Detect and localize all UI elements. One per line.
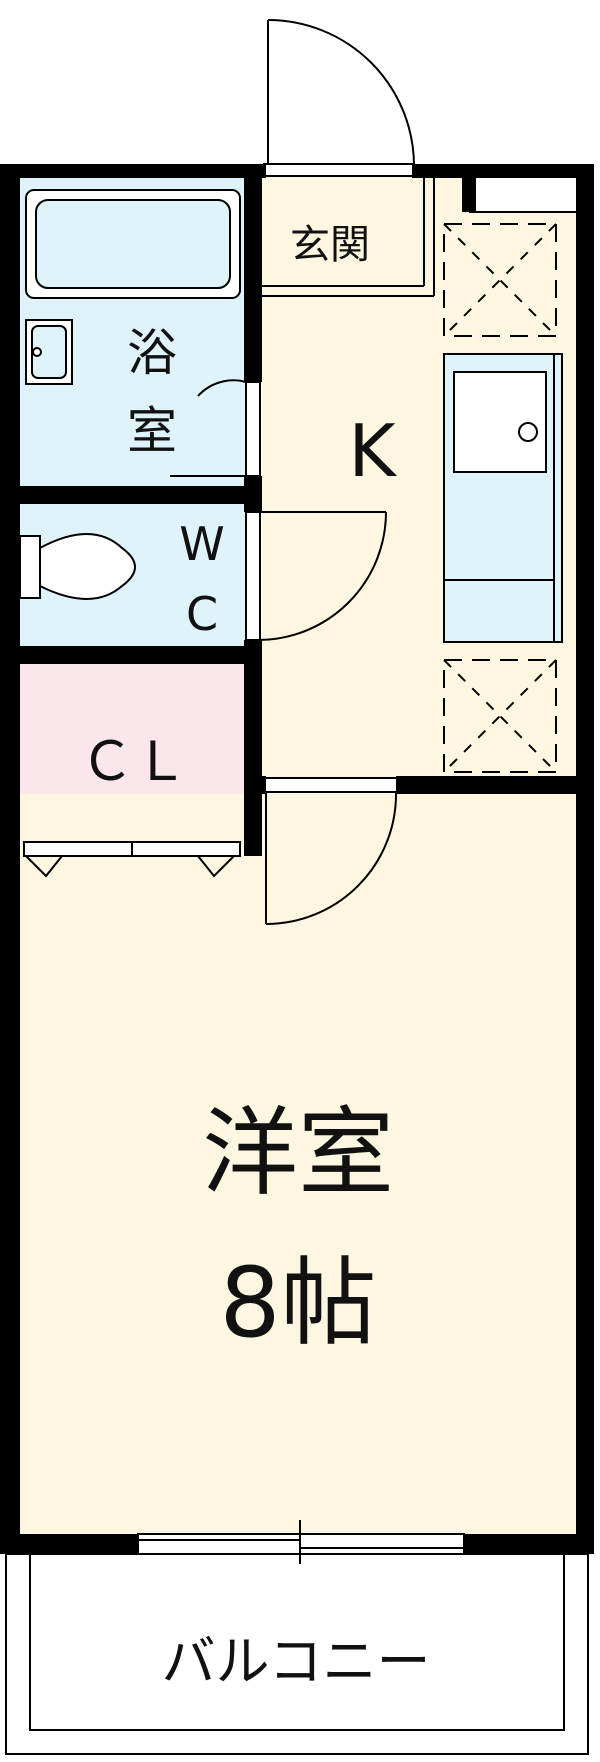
walls	[0, 164, 594, 1554]
closet-doors	[25, 842, 235, 878]
refrigerator-space-icon	[443, 659, 557, 773]
room-door	[265, 791, 398, 925]
kitchen-label: K	[348, 409, 397, 493]
ventilation-icon	[443, 223, 557, 337]
balcony-label: バルコニー	[162, 1630, 431, 1693]
wc-door-frame	[245, 511, 261, 641]
bath-door	[170, 379, 247, 477]
room-door-frame	[263, 777, 399, 793]
front-door-frame	[263, 163, 415, 177]
wc-label-line1: W	[179, 517, 224, 571]
wc-label-line2: C	[186, 587, 218, 641]
bathtub-icon	[25, 189, 241, 299]
balcony	[5, 1553, 589, 1755]
western-room-size: 8帖	[219, 1247, 376, 1359]
bathroom-label-line1: 浴	[127, 324, 177, 382]
bath-door-frame	[245, 381, 261, 477]
washbasin-icon	[25, 319, 73, 385]
meter-box	[469, 175, 581, 213]
toilet-icon	[19, 533, 136, 600]
front-door	[267, 19, 415, 167]
entrance-label: 玄関	[290, 222, 370, 268]
closet-label: ＣＬ	[80, 730, 188, 793]
wc-door	[257, 511, 387, 641]
entrance-step	[262, 176, 435, 297]
western-room-label: 洋室	[202, 1097, 394, 1209]
bathroom-label-line2: 室	[127, 402, 177, 460]
kitchen-counter-icon	[443, 353, 563, 643]
